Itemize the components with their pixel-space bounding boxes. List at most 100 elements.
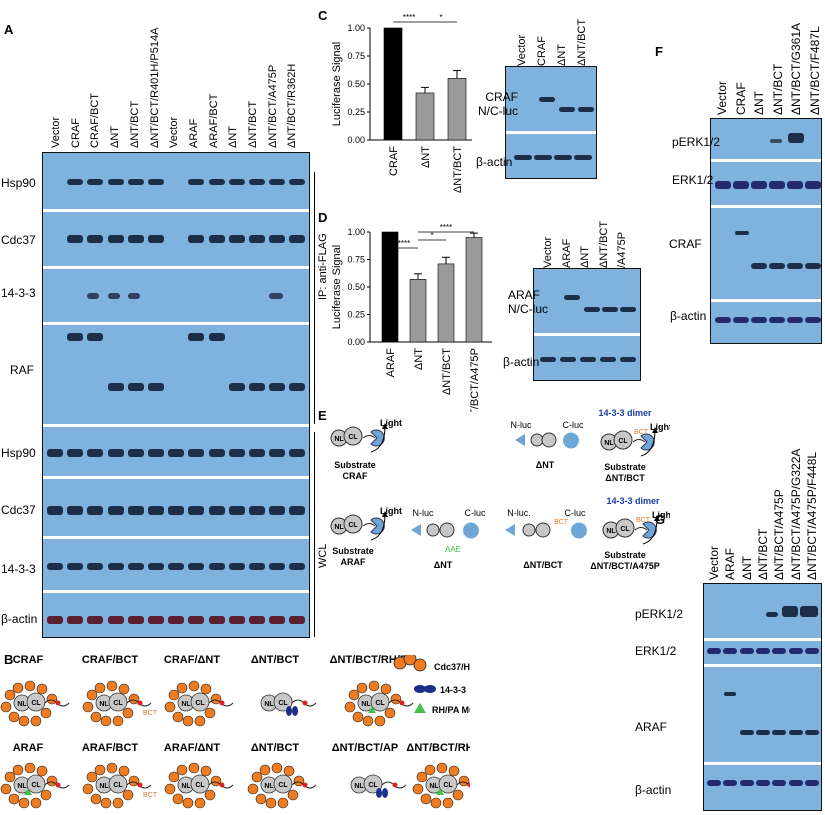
b-top-title-2: CRAF/ΔNT: [164, 655, 220, 666]
g-perk-band-5: [782, 606, 798, 617]
a-wcl-hsp90-band-9: [228, 449, 245, 457]
chartC-ytick-label-0: 0.00: [347, 135, 365, 145]
panel-label-e: E: [318, 408, 327, 423]
b-dimer-a-b4: [376, 788, 382, 798]
b-chaperone-t2-9: [210, 693, 222, 705]
panelA-cols-col-11: ΔNT/BCT/A475P: [266, 64, 279, 148]
b-chaperone-t4-9: [390, 693, 402, 705]
legend-mut-icon: [414, 703, 426, 713]
d-band-dnt: [584, 307, 600, 312]
g-sep-1: [704, 664, 821, 667]
a-actin-band-4: [127, 616, 144, 624]
a-wcl-hsp90-band-5: [148, 449, 164, 457]
b-chaperone-b0-9: [46, 775, 58, 787]
b-dot-t4: [399, 700, 405, 706]
a-hsp90-band-3: [107, 179, 124, 185]
chartC-ytick-label-2: 0.50: [347, 79, 365, 89]
chartD-sig-1: *: [430, 231, 433, 240]
b-chaperone-t2-0: [168, 689, 180, 701]
chartC-sig-0: ****: [403, 13, 415, 22]
a-wcl-1433-band-3: [107, 563, 124, 570]
chartC-bar-1: [415, 92, 435, 141]
e-dntbct-cluc: [640, 433, 655, 451]
a-wcl-1433-band-12: [289, 563, 306, 570]
b-dimer-b-b4: [382, 788, 388, 798]
f-craf-band-5: [805, 263, 821, 269]
b-nl-label-b5: NL: [429, 783, 439, 790]
b-bot-title-1: ARAF/BCT: [82, 742, 138, 754]
a-actin-band-8: [208, 616, 225, 624]
f-erk-band-1: [733, 181, 749, 189]
b-chaperone-t0-6: [40, 707, 52, 719]
a-wcl-1433-band-8: [208, 563, 225, 570]
e-cluc-1: [563, 432, 579, 449]
a-wcl-1433-band-1: [67, 563, 84, 570]
b-chaperone-t0-9: [46, 693, 58, 705]
panelG-cols-col-2: ΔNT: [739, 555, 754, 580]
b-bot-title-4: ΔNT/BCT/AP: [332, 742, 399, 754]
panel-c-blot: [505, 66, 597, 179]
chartC-sig-1: *: [439, 13, 442, 22]
e-ap-cluc: [642, 521, 657, 539]
f-sep-0: [711, 159, 821, 162]
b-chaperone-b5-0: [416, 771, 428, 783]
b-chaperone-b3-1: [259, 764, 271, 776]
e-dntbct-tail: [632, 439, 646, 443]
e-nluc-3-t: N-luc.: [507, 508, 531, 518]
a-wcl-cdc37-band-12: [289, 506, 306, 515]
e-craf-nl-t: NL: [334, 436, 344, 443]
a-cdc37-band-7: [188, 235, 205, 243]
a-actin-band-11: [269, 616, 286, 624]
chartD-ytick-label-4: 1.00: [347, 227, 365, 237]
b-cl-label-b5: CL: [443, 782, 453, 789]
e-aae: AAE: [445, 545, 461, 554]
b-chaperone-b2-4: [182, 797, 194, 809]
b-chaperone-t0-7: [24, 680, 36, 692]
panel-a-row-5: Cdc37: [1, 503, 36, 517]
e-cluc-3-t: C-luc: [564, 508, 586, 518]
a-wcl-hsp90-band-6: [168, 449, 185, 457]
g-actin-band-6: [804, 780, 819, 786]
b-dot-b3: [302, 782, 308, 788]
b-cl-b5: [438, 774, 458, 794]
a-cdc37-band-11: [269, 235, 286, 243]
e-cluc-2: [463, 522, 479, 539]
b-chaperone-t1-9: [128, 693, 140, 705]
b-mut-t4: [368, 706, 376, 713]
legend-1433: 14-3-3: [440, 685, 466, 695]
g-erk-band-1: [723, 648, 738, 654]
b-chaperone-b0-4: [18, 797, 30, 809]
b-chaperone-t1-0: [86, 689, 98, 701]
b-cl-label-b0: CL: [31, 782, 41, 789]
chartC-xlabel-0: CRAF: [388, 146, 400, 176]
e-r1-2-1: ΔNT/BCT: [605, 473, 645, 483]
chartC-bar-2: [447, 78, 467, 141]
a-wcl-cdc37-band-10: [249, 506, 265, 515]
e-craf-tail: [362, 435, 376, 439]
chartC-ylabel: Luciferase Signal: [331, 42, 343, 126]
a-actin-band-3: [107, 616, 124, 624]
e-r1-0-1: CRAF: [343, 471, 368, 481]
b-chaperone-b0-7: [24, 762, 36, 774]
b-chaperone-t0-4: [18, 715, 30, 727]
panel-a-row-2: 14-3-3: [1, 286, 36, 300]
panelA-cols-col-0: Vector: [50, 116, 62, 148]
b-chaperone-b0-6: [40, 789, 52, 801]
panelG-cols-col-1: ARAF: [723, 547, 738, 580]
e-ap-light: Light: [652, 510, 670, 520]
panel-b-legend: Cdc37/Hsp90 14-3-3 RH/PA Mut: [393, 655, 470, 715]
a-raf-bot-band-12: [289, 383, 306, 391]
g-actin-band-0: [707, 780, 721, 786]
e-ap-cl-t: CL: [620, 526, 630, 533]
b-cl-label-t3: CL: [278, 700, 288, 707]
panelF-cols-col-3: ΔNT/BCT: [770, 63, 785, 115]
a-cdc37-band-1: [67, 235, 84, 243]
b-nl-label-b0: NL: [17, 783, 27, 790]
a-wcl-hsp90-band-2: [87, 449, 104, 457]
d-actin-2: [580, 357, 596, 362]
chartD-xlabel-2: ΔNT/BCT: [441, 348, 453, 395]
